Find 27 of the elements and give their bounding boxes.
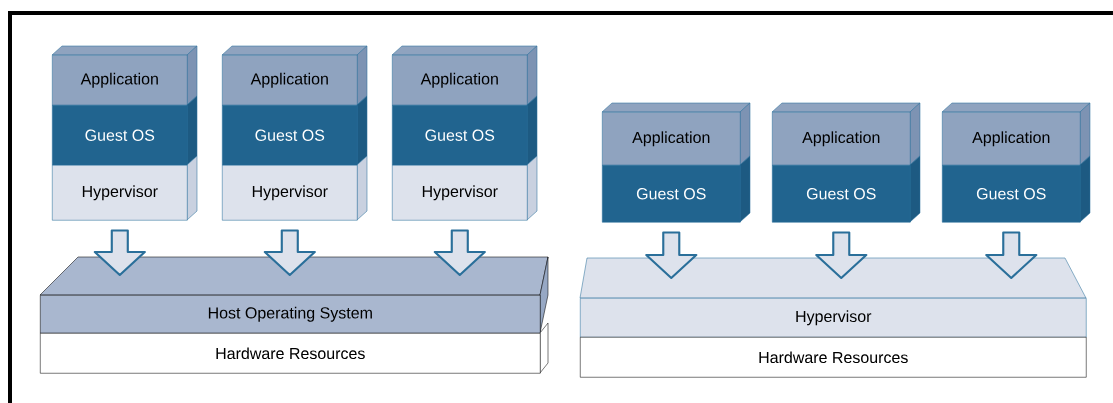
guest-os-block: Guest OS [602,155,751,223]
host-os-layer: Host Operating System [39,256,549,334]
guest-os-block: Guest OS [222,95,368,166]
hardware-layer: Hardware Resources [580,337,1087,378]
application-block: Application [601,102,751,166]
block-arrow [93,229,146,277]
block-arrow [985,231,1038,280]
hypervisor-block: Hypervisor [222,155,368,221]
guest-os-block: Guest OS [942,155,1091,223]
guest-os-block: Guest OS [52,95,198,166]
guest-os-block: Guest OS [772,155,921,223]
application-block: Application [51,45,198,106]
guest-os-block: Guest OS [392,95,538,166]
block-arrow [815,231,868,280]
node-label: Hypervisor [796,310,872,326]
application-block: Application [771,102,921,166]
hypervisor-block: Hypervisor [52,155,198,221]
hypervisor-layer: Hypervisor [579,257,1087,338]
application-block: Application [221,45,368,106]
application-block: Application [941,102,1091,166]
hardware-layer: Hardware Resources [40,322,549,374]
node-label: Host Operating System [208,306,372,322]
application-block: Application [391,45,538,106]
hypervisor-block: Hypervisor [392,155,538,221]
block-arrow [433,229,486,277]
block-arrow [263,229,316,277]
block-arrow [645,231,698,280]
